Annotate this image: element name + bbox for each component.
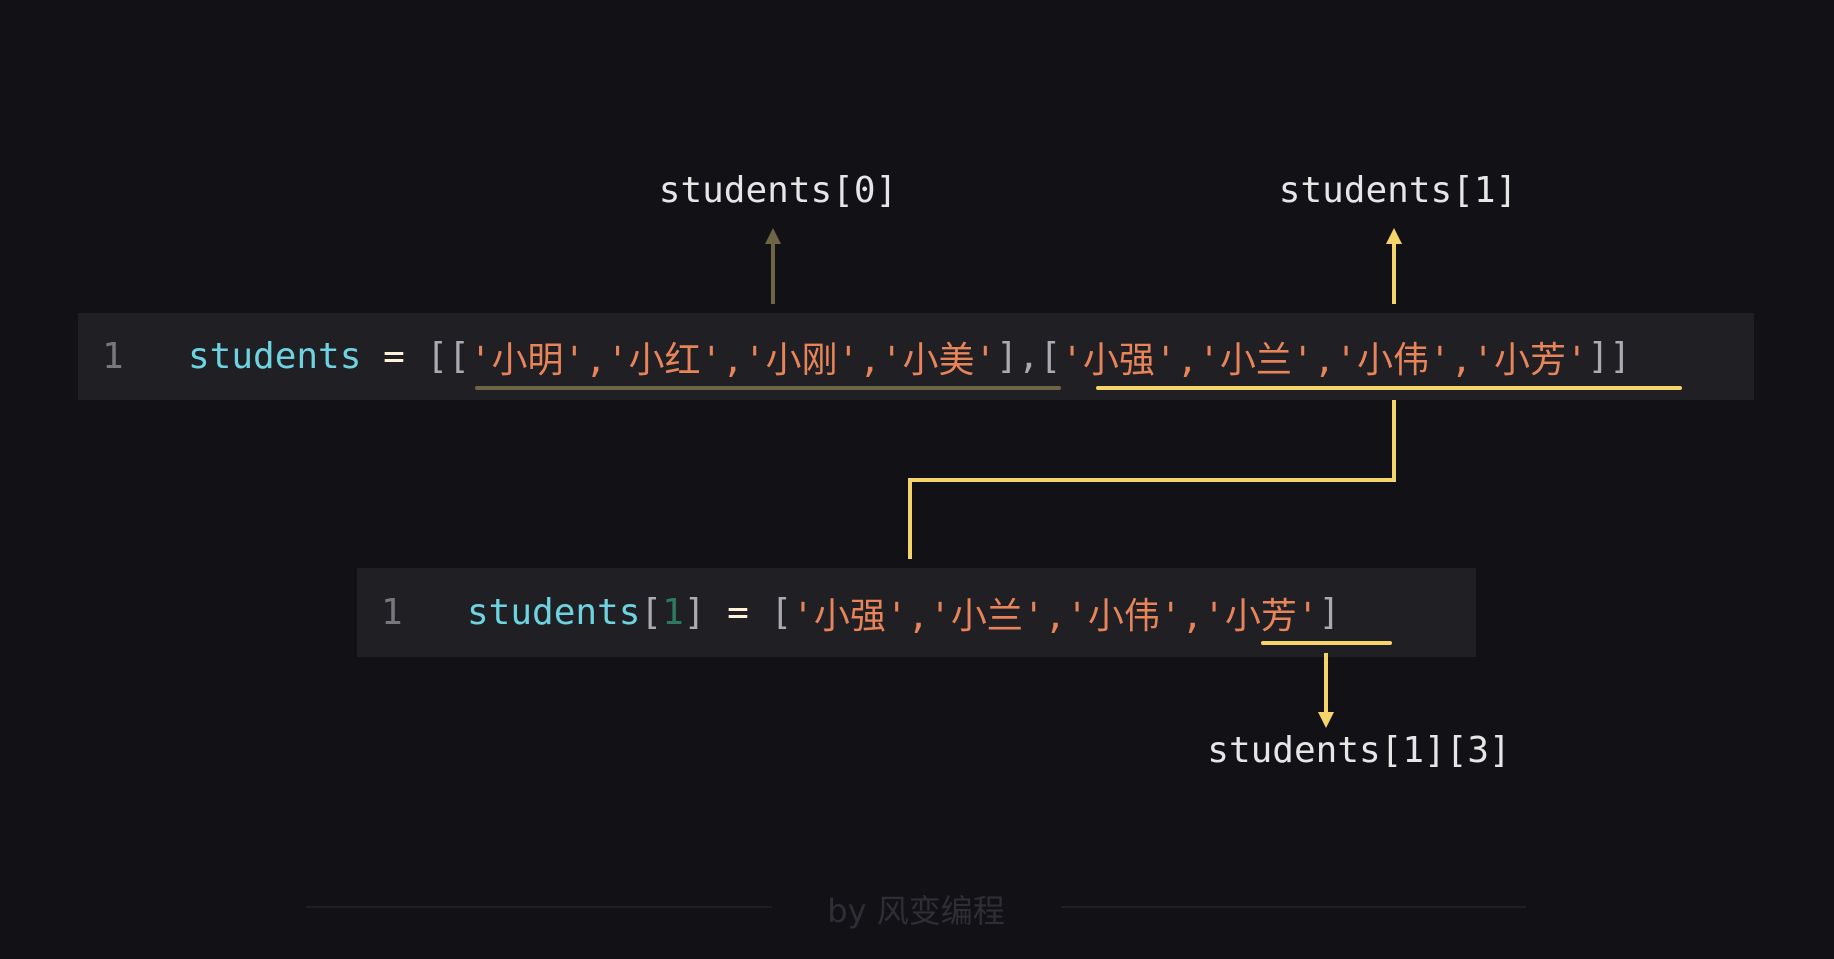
footer-divider-left: [306, 906, 772, 908]
assign-operator: =: [361, 336, 427, 377]
bracket-open: [[: [426, 336, 470, 377]
connector-line: [908, 400, 1396, 559]
bracket-open: [: [770, 592, 793, 633]
arrow-down-icon: [1318, 653, 1334, 728]
index-open: [: [640, 592, 663, 633]
assign-operator: =: [705, 592, 771, 633]
variable-name: students: [467, 592, 641, 633]
highlighted-item: '小芳': [1203, 595, 1319, 637]
label-students-1: students[1]: [1278, 170, 1518, 211]
list-items: '小强','小兰','小伟',: [792, 595, 1204, 637]
index-close: ]: [683, 592, 706, 633]
bracket-close: ]]: [1587, 336, 1632, 377]
footer-divider-right: [1061, 906, 1526, 908]
bracket-separator: ],[: [996, 336, 1062, 377]
index-value: 1: [662, 592, 684, 633]
label-students-1-3: students[1][3]: [1207, 730, 1511, 771]
label-students-0: students[0]: [658, 170, 898, 211]
sublist-1: '小强','小兰','小伟','小芳': [1061, 339, 1588, 381]
arrow-up-icon-dim: [765, 228, 781, 304]
bracket-close: ]: [1318, 592, 1341, 633]
variable-name: students: [188, 336, 362, 377]
code-block-students: 1 students = [['小明','小红','小刚','小美'],['小强'…: [78, 313, 1754, 400]
arrow-up-icon: [1386, 228, 1402, 304]
line-number: 1: [381, 592, 403, 633]
sublist-0: '小明','小红','小刚','小美': [469, 339, 997, 381]
footer-watermark: by 风变编程: [827, 892, 1005, 930]
line-number: 1: [102, 336, 124, 377]
